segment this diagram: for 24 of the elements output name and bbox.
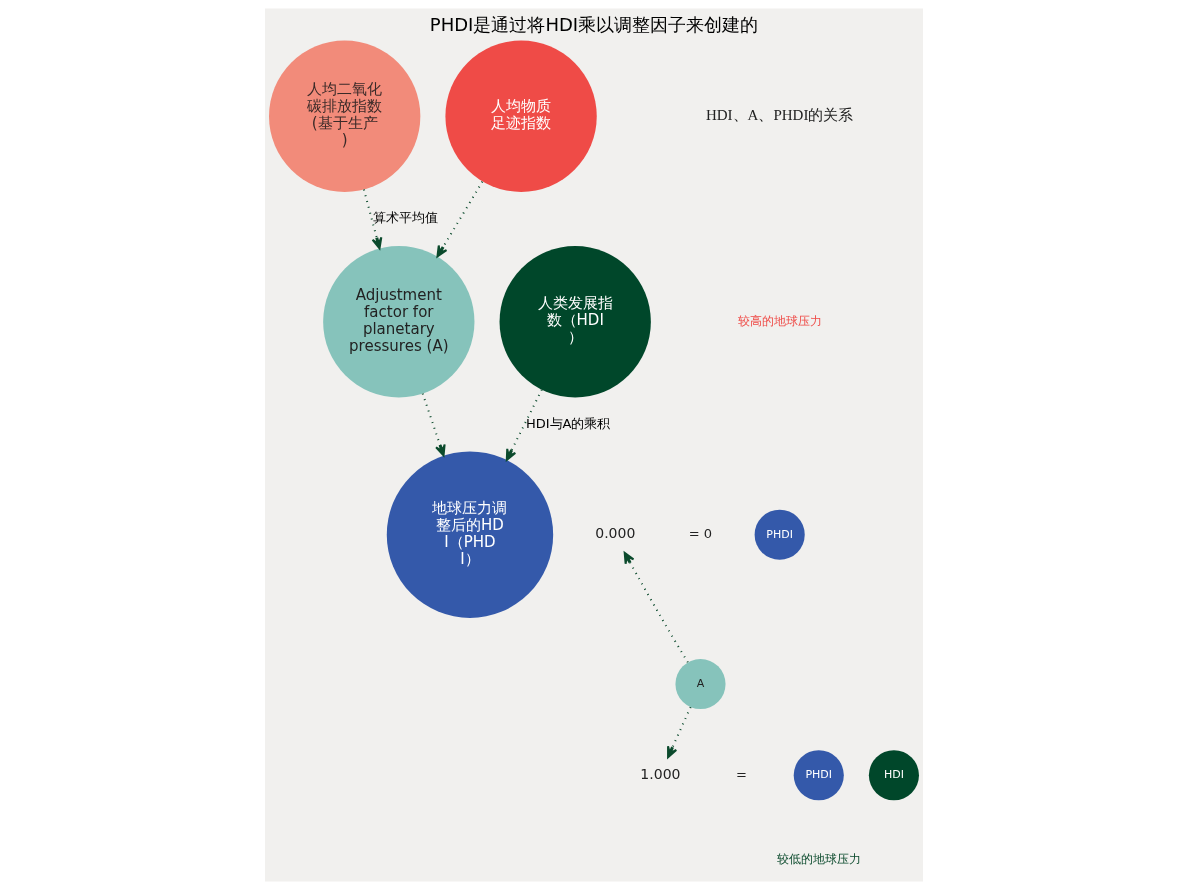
node-circle: PHDI	[754, 509, 805, 560]
arrow	[362, 188, 382, 250]
node-circle: 人均二氧化碳排放指数(基于生产)	[268, 40, 420, 192]
label: 较高的地球压力	[737, 313, 822, 328]
arrow	[666, 706, 692, 759]
arrow	[623, 551, 689, 664]
label: 较低的地球压力	[776, 851, 861, 866]
node-circle: PHDI	[793, 750, 844, 801]
edge-label: 算术平均值	[372, 210, 438, 226]
arrow	[505, 388, 543, 461]
node-circle: 人类发展指数（HDI）	[499, 246, 651, 398]
label: HDI、A、PHDI的关系	[705, 106, 853, 123]
edge-label: HDI与A的乘积	[525, 415, 610, 431]
node-circle: 地球压力调整后的HDI（PHDI）	[386, 451, 553, 618]
node-text: 1.000	[639, 765, 680, 782]
label: =	[735, 766, 747, 782]
arrow	[435, 180, 483, 258]
node-text: 0.000	[594, 525, 635, 542]
label: = 0	[688, 526, 712, 542]
diagram-title: PHDI是通过将HDI乘以调整因子来创建的	[429, 13, 758, 35]
node-circle: A	[674, 659, 726, 710]
node-circle: HDI	[868, 750, 919, 801]
node-circle: 人均物质足迹指数	[444, 40, 597, 192]
arrow	[421, 392, 446, 457]
